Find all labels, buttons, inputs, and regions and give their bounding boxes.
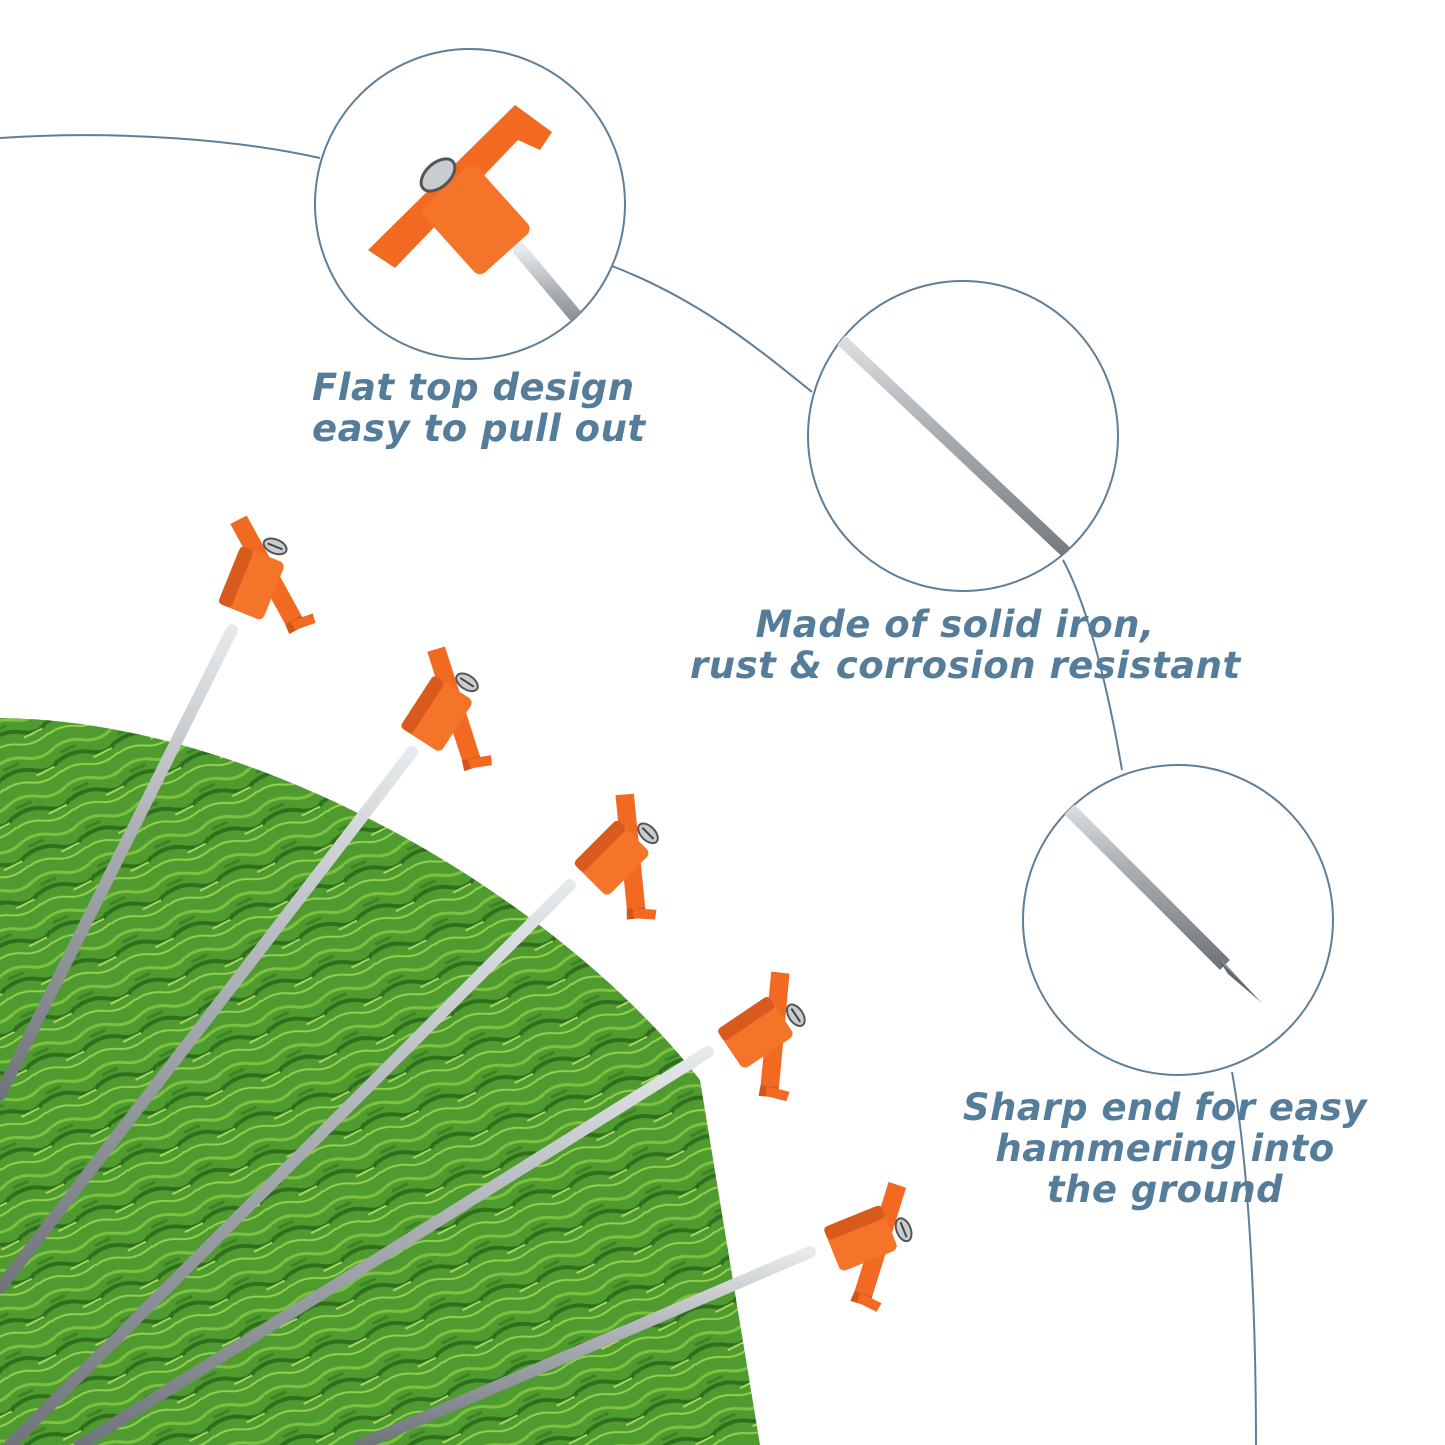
stake-head-4 [703, 962, 849, 1114]
stake-shaft-3 [4, 879, 576, 1445]
flat-top-caption: Flat top design easy to pull out [312, 367, 646, 449]
stake-shaft-1 [0, 624, 238, 1101]
flat-top-detail-circle [314, 48, 626, 360]
stake-head-1 [199, 509, 345, 643]
stake-shaft-5 [354, 1246, 816, 1445]
stake-shaft-2 [0, 746, 418, 1294]
stake-shafts [0, 624, 816, 1445]
flat-top-caption-line-2: easy to pull out [312, 407, 646, 450]
stake-head-3 [557, 784, 709, 935]
stake-head-5 [813, 1175, 947, 1321]
solid-iron-caption: Made of solid iron, rust & corrosion res… [690, 603, 1241, 687]
sharp-end-caption-line-3: the ground [1046, 1168, 1284, 1211]
connector-arc [0, 134, 1257, 1445]
solid-iron-caption-line-1: Made of solid iron, [755, 603, 1155, 646]
stake-shaft-4 [74, 1046, 714, 1445]
flat-top-caption-line-1: Flat top design [312, 366, 635, 409]
sharp-end-caption-line-2: hammering into [995, 1127, 1335, 1170]
solid-iron-detail-circle [807, 280, 1119, 592]
solid-iron-shaft-icon [814, 314, 1091, 576]
sharp-end-detail-circle [1022, 764, 1334, 1076]
sharp-end-caption-line-1: Sharp end for easy [962, 1086, 1368, 1129]
solid-iron-caption-line-2: rust & corrosion resistant [690, 644, 1241, 687]
sharp-end-caption: Sharp end for easy hammering into the gr… [955, 1087, 1375, 1210]
sharp-tip-icon [1045, 785, 1262, 1003]
